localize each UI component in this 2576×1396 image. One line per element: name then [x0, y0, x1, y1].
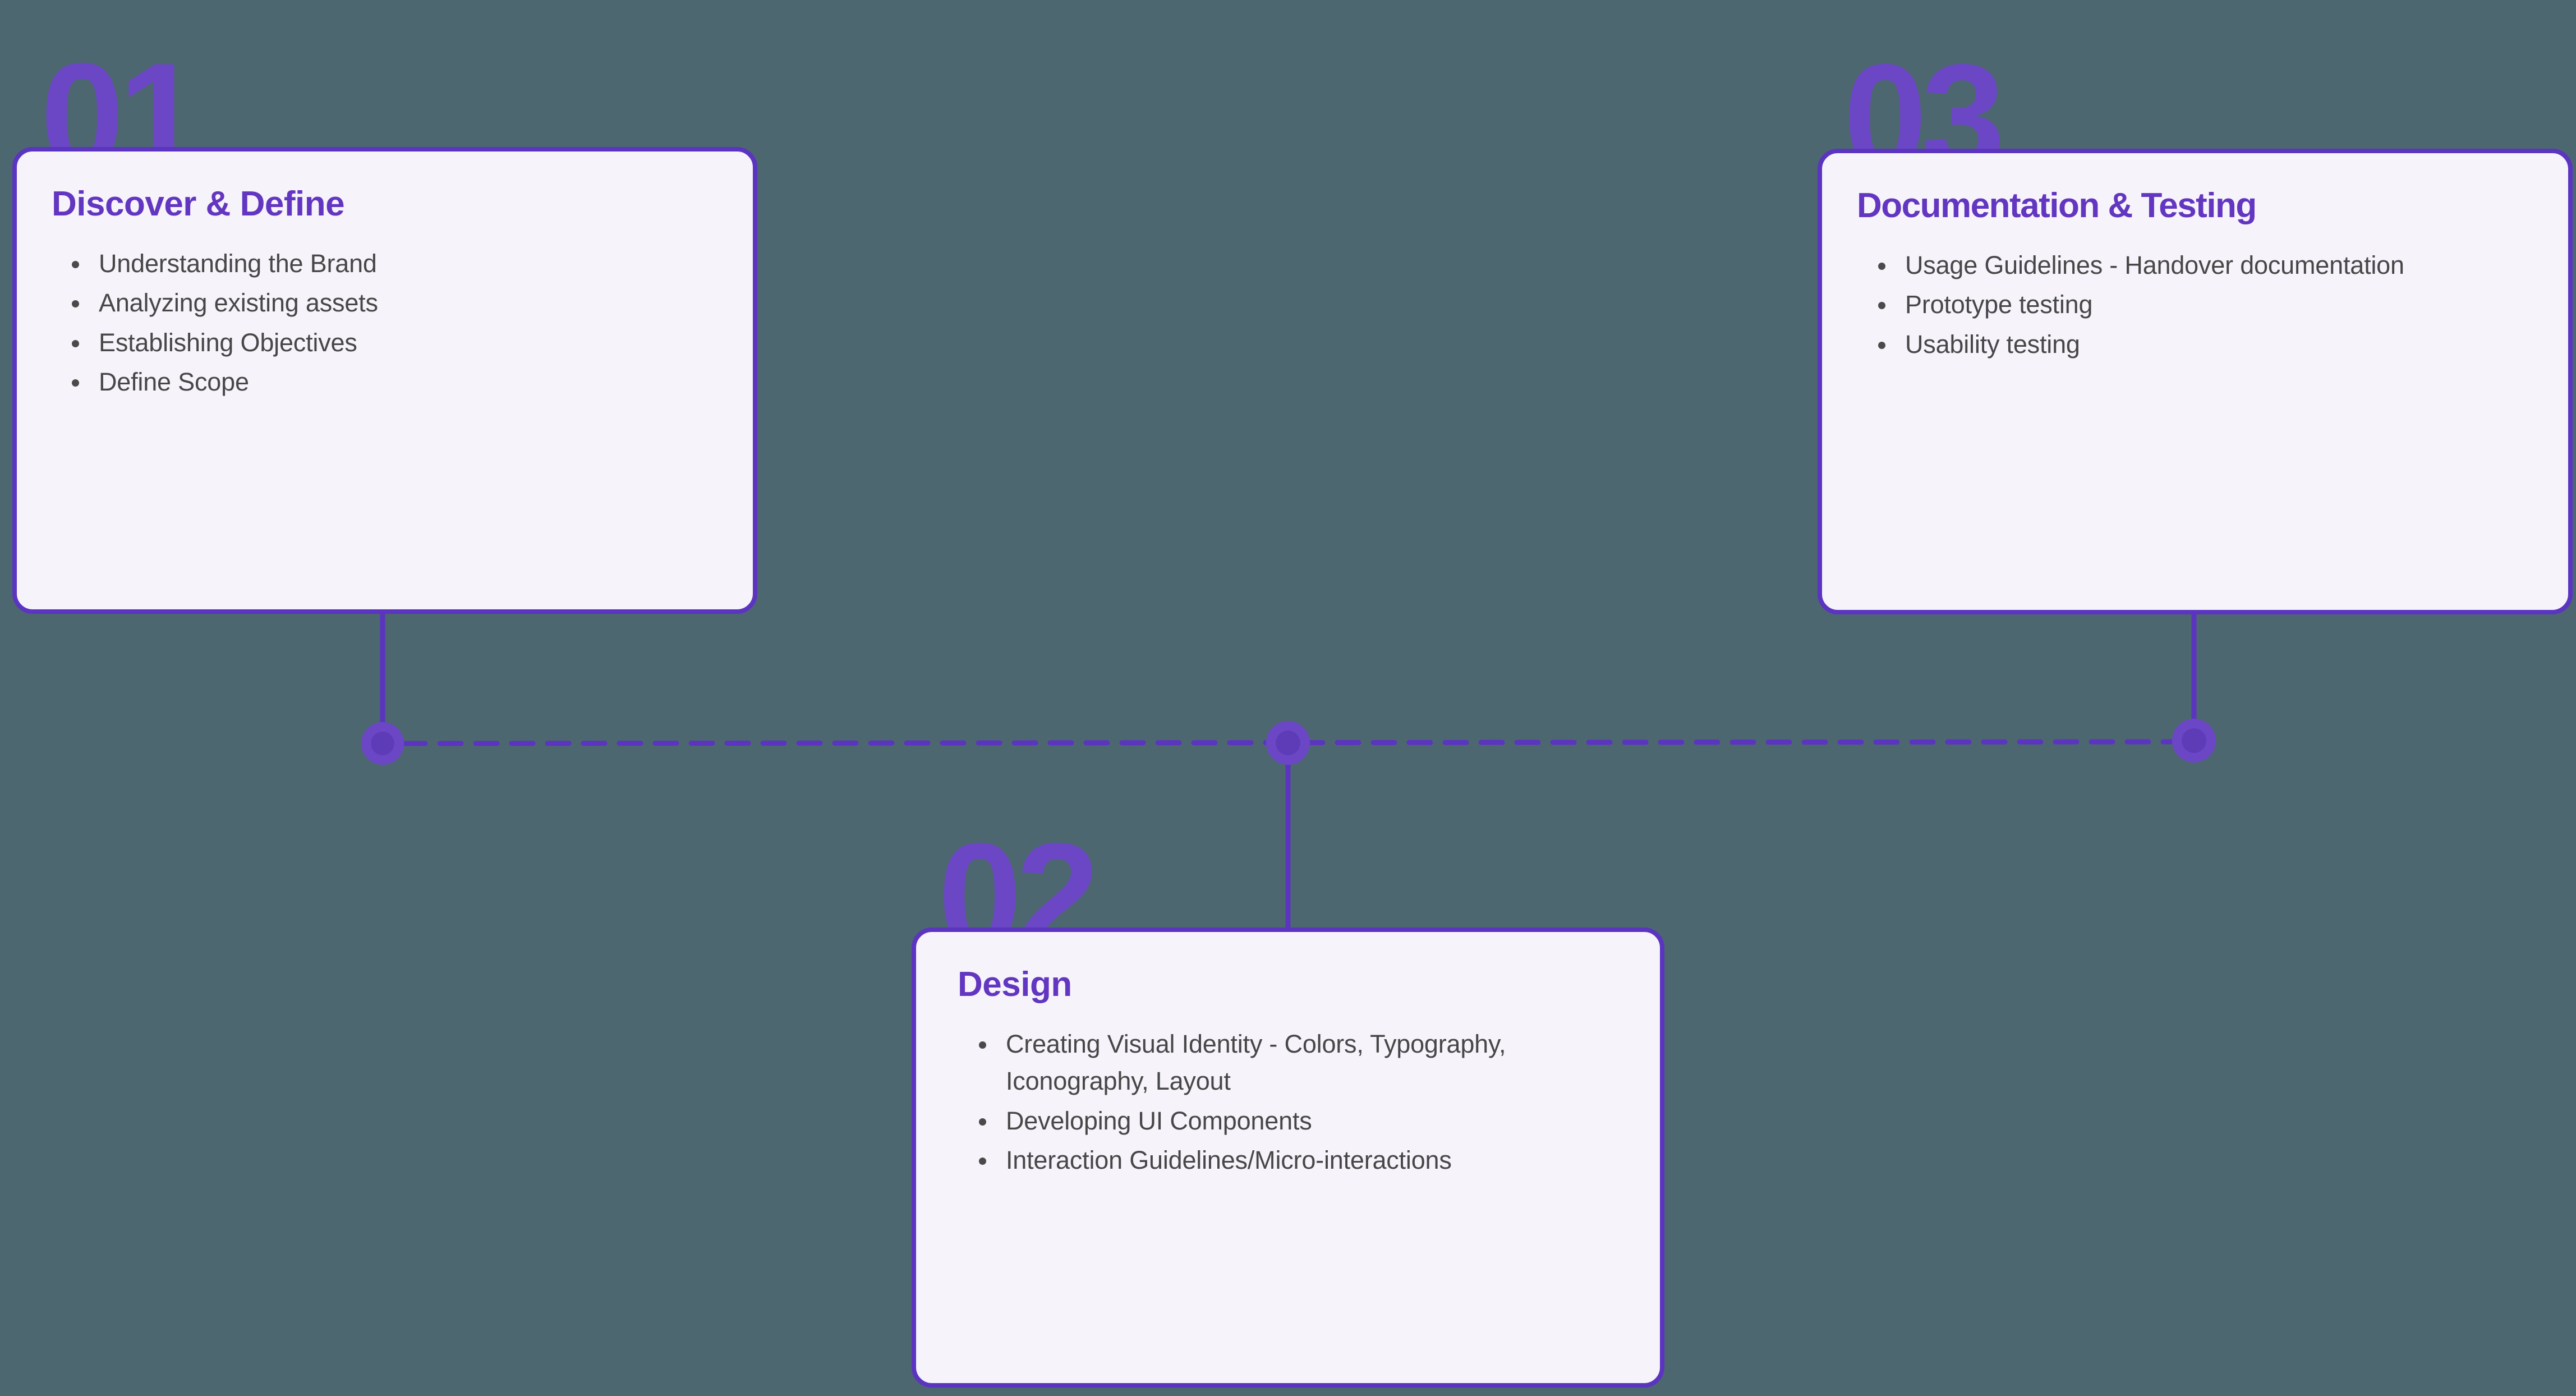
list-item: Creating Visual Identity - Colors, Typog…	[974, 1026, 1625, 1100]
list-item: Understanding the Brand	[67, 245, 718, 282]
list-item: Define Scope	[67, 364, 718, 401]
step-card-02-title: Design	[958, 965, 1072, 1004]
step-card-03-title: Documentation & Testing	[1857, 186, 2257, 225]
list-item: Establishing Objectives	[67, 324, 718, 361]
node-step-03	[2172, 719, 2216, 763]
list-item: Prototype testing	[1874, 286, 2533, 323]
list-item: Analyzing existing assets	[67, 284, 718, 322]
step-card-02[interactable]: Design Creating Visual Identity - Colors…	[912, 927, 1664, 1388]
step-card-01[interactable]: Discover & Define Understanding the Bran…	[12, 147, 757, 614]
list-item: Usability testing	[1874, 326, 2533, 363]
list-item: Interaction Guidelines/Micro-interaction…	[974, 1142, 1625, 1179]
timeline-dashed-line	[401, 739, 2176, 746]
step-card-01-list: Understanding the Brand Analyzing existi…	[52, 245, 718, 401]
step-card-03[interactable]: Documentation & Testing Usage Guidelines…	[1818, 149, 2573, 614]
step-card-03-list: Usage Guidelines - Handover documentatio…	[1857, 247, 2533, 362]
list-item: Usage Guidelines - Handover documentatio…	[1874, 247, 2533, 284]
step-card-02-list: Creating Visual Identity - Colors, Typog…	[951, 1026, 1625, 1179]
step-card-01-title: Discover & Define	[52, 185, 345, 223]
list-item: Developing UI Components	[974, 1103, 1625, 1140]
node-step-01	[361, 722, 404, 765]
node-step-02	[1266, 721, 1310, 765]
